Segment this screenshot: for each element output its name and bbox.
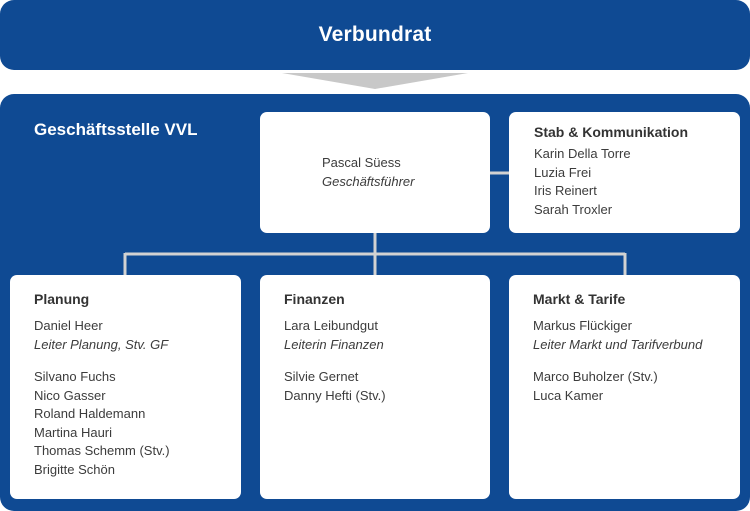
department-card-markt-tarife: Markt & Tarife Markus Flückiger Leiter M… — [509, 275, 740, 499]
office-title: Geschäftsstelle VVL — [34, 120, 198, 139]
director-role: Geschäftsführer — [322, 173, 415, 189]
staff-member: Iris Reinert — [534, 183, 597, 198]
staff-member: Karin Della Torre — [534, 146, 631, 161]
down-arrow-icon — [282, 73, 468, 89]
director-name: Pascal Süess — [322, 155, 401, 170]
department-member: Silvano Fuchs — [34, 369, 116, 384]
department-member: Silvie Gernet — [284, 369, 359, 384]
department-head-name: Markus Flückiger — [533, 318, 632, 333]
department-title: Planung — [34, 291, 90, 307]
staff-card: Stab & Kommunikation Karin Della Torre L… — [509, 112, 740, 233]
department-member: Luca Kamer — [533, 387, 604, 403]
department-head-name: Daniel Heer — [34, 318, 103, 333]
department-member: Marco Buholzer (Stv.) — [533, 369, 658, 384]
staff-member: Luzia Frei — [534, 164, 592, 180]
department-card-planung: Planung Daniel Heer Leiter Planung, Stv.… — [10, 275, 241, 499]
department-member: Brigitte Schön — [34, 461, 115, 477]
department-member: Thomas Schemm (Stv.) — [34, 443, 170, 458]
staff-title: Stab & Kommunikation — [534, 124, 689, 140]
department-member: Danny Hefti (Stv.) — [284, 387, 386, 403]
staff-member: Sarah Troxler — [534, 201, 613, 217]
department-head-role: Leiter Planung, Stv. GF — [34, 336, 169, 352]
department-head-name: Lara Leibundgut — [284, 318, 378, 333]
department-title: Markt & Tarife — [533, 291, 626, 307]
department-card-finanzen: Finanzen Lara Leibundgut Leiterin Finanz… — [260, 275, 490, 499]
verbundrat-bar: Verbundrat — [0, 0, 750, 70]
department-head-role: Leiter Markt und Tarifverbund — [533, 336, 703, 352]
department-head-role: Leiterin Finanzen — [284, 336, 384, 352]
director-card: Pascal Süess Geschäftsführer — [260, 112, 490, 233]
verbundrat-title: Verbundrat — [318, 23, 432, 46]
department-member: Roland Haldemann — [34, 406, 146, 421]
department-member: Martina Hauri — [34, 424, 113, 440]
department-member: Nico Gasser — [34, 387, 106, 403]
department-title: Finanzen — [284, 291, 345, 307]
